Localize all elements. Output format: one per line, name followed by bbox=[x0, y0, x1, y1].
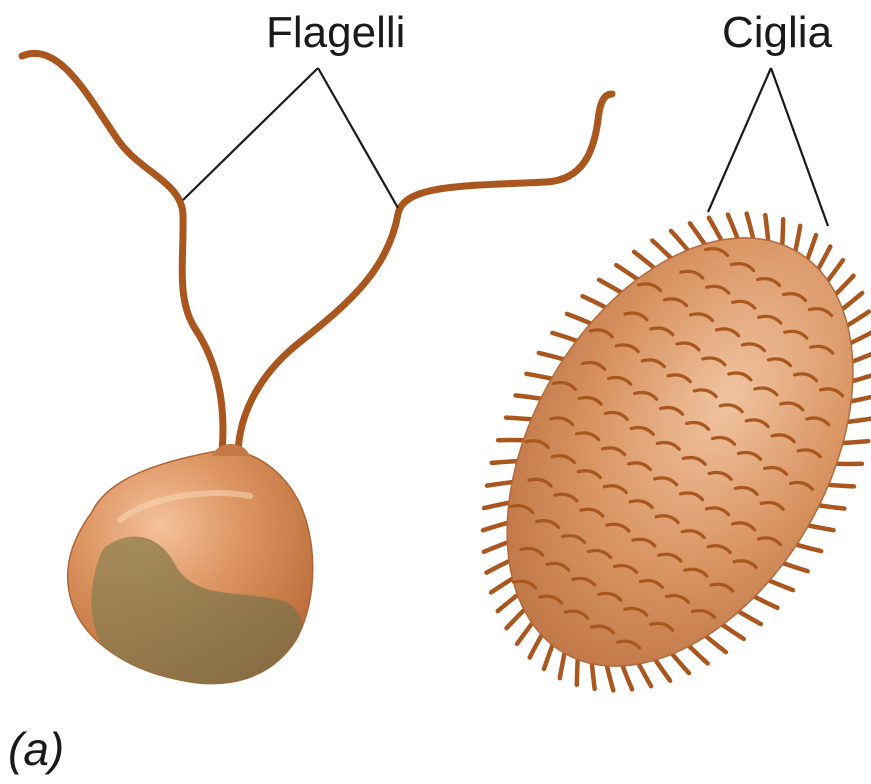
cilium bbox=[834, 276, 853, 296]
cilia-leader-right bbox=[771, 68, 828, 226]
cilium bbox=[817, 505, 844, 509]
cilium bbox=[807, 235, 816, 261]
cilium bbox=[491, 578, 514, 593]
cilium bbox=[577, 657, 578, 685]
cilium bbox=[827, 485, 855, 487]
cilium bbox=[507, 608, 526, 628]
cilium bbox=[567, 314, 593, 324]
cilium bbox=[671, 231, 689, 252]
flagella-leader-right bbox=[318, 68, 398, 208]
cilium bbox=[592, 662, 595, 689]
cilium bbox=[782, 219, 783, 247]
cilium bbox=[709, 218, 722, 242]
panel-label: (a) bbox=[8, 722, 64, 776]
cilium bbox=[552, 333, 578, 342]
cilium bbox=[688, 645, 708, 664]
cilium bbox=[484, 502, 511, 508]
cilium bbox=[747, 214, 754, 241]
cilium bbox=[530, 633, 543, 657]
cilium bbox=[487, 560, 512, 573]
cilium bbox=[765, 215, 768, 242]
cilium bbox=[527, 374, 554, 379]
cilium bbox=[846, 312, 869, 327]
cilium bbox=[737, 611, 761, 625]
cilium bbox=[517, 622, 533, 644]
cilium bbox=[484, 542, 510, 552]
cilium bbox=[846, 418, 871, 422]
cilium bbox=[487, 482, 514, 486]
cilium bbox=[851, 352, 871, 362]
flagella-label: Flagelli bbox=[266, 8, 405, 58]
cilium bbox=[539, 353, 566, 360]
cilium bbox=[841, 441, 868, 443]
cilia-label: Ciglia bbox=[722, 8, 832, 58]
cilium bbox=[622, 664, 632, 690]
cilium bbox=[782, 563, 808, 572]
cilium bbox=[768, 580, 794, 590]
cilium bbox=[806, 525, 833, 530]
cilium bbox=[599, 280, 623, 294]
flagellum-base bbox=[212, 444, 250, 456]
cilium bbox=[506, 418, 534, 420]
cilium bbox=[652, 241, 672, 260]
cilium bbox=[560, 651, 565, 678]
cilium bbox=[492, 461, 519, 463]
cilium bbox=[671, 652, 689, 673]
cilium bbox=[616, 265, 639, 280]
cilium bbox=[851, 374, 871, 382]
cilium bbox=[795, 544, 822, 551]
cilium bbox=[704, 635, 726, 652]
flagella-leader-left bbox=[183, 68, 318, 200]
cilium bbox=[721, 624, 744, 639]
cilium bbox=[544, 643, 553, 669]
ciliate-cell-icon bbox=[436, 177, 871, 727]
cilium bbox=[516, 395, 543, 399]
cilium bbox=[483, 522, 509, 530]
cilium bbox=[795, 226, 800, 253]
cilia-leader-left bbox=[708, 68, 771, 212]
cilium bbox=[498, 594, 519, 611]
flagellum-left bbox=[22, 53, 223, 452]
cilium bbox=[849, 331, 871, 344]
cilium bbox=[690, 223, 706, 246]
cilium bbox=[817, 247, 830, 271]
ciliate-body bbox=[436, 177, 871, 727]
cilium bbox=[728, 215, 738, 241]
cilium bbox=[634, 252, 656, 269]
cilium bbox=[753, 596, 778, 608]
cilium bbox=[606, 664, 613, 691]
cilium bbox=[654, 658, 670, 681]
cilium bbox=[827, 260, 843, 282]
cilium bbox=[583, 296, 608, 308]
leader-lines bbox=[183, 68, 828, 226]
cilium bbox=[638, 662, 651, 686]
cilium bbox=[841, 293, 862, 310]
